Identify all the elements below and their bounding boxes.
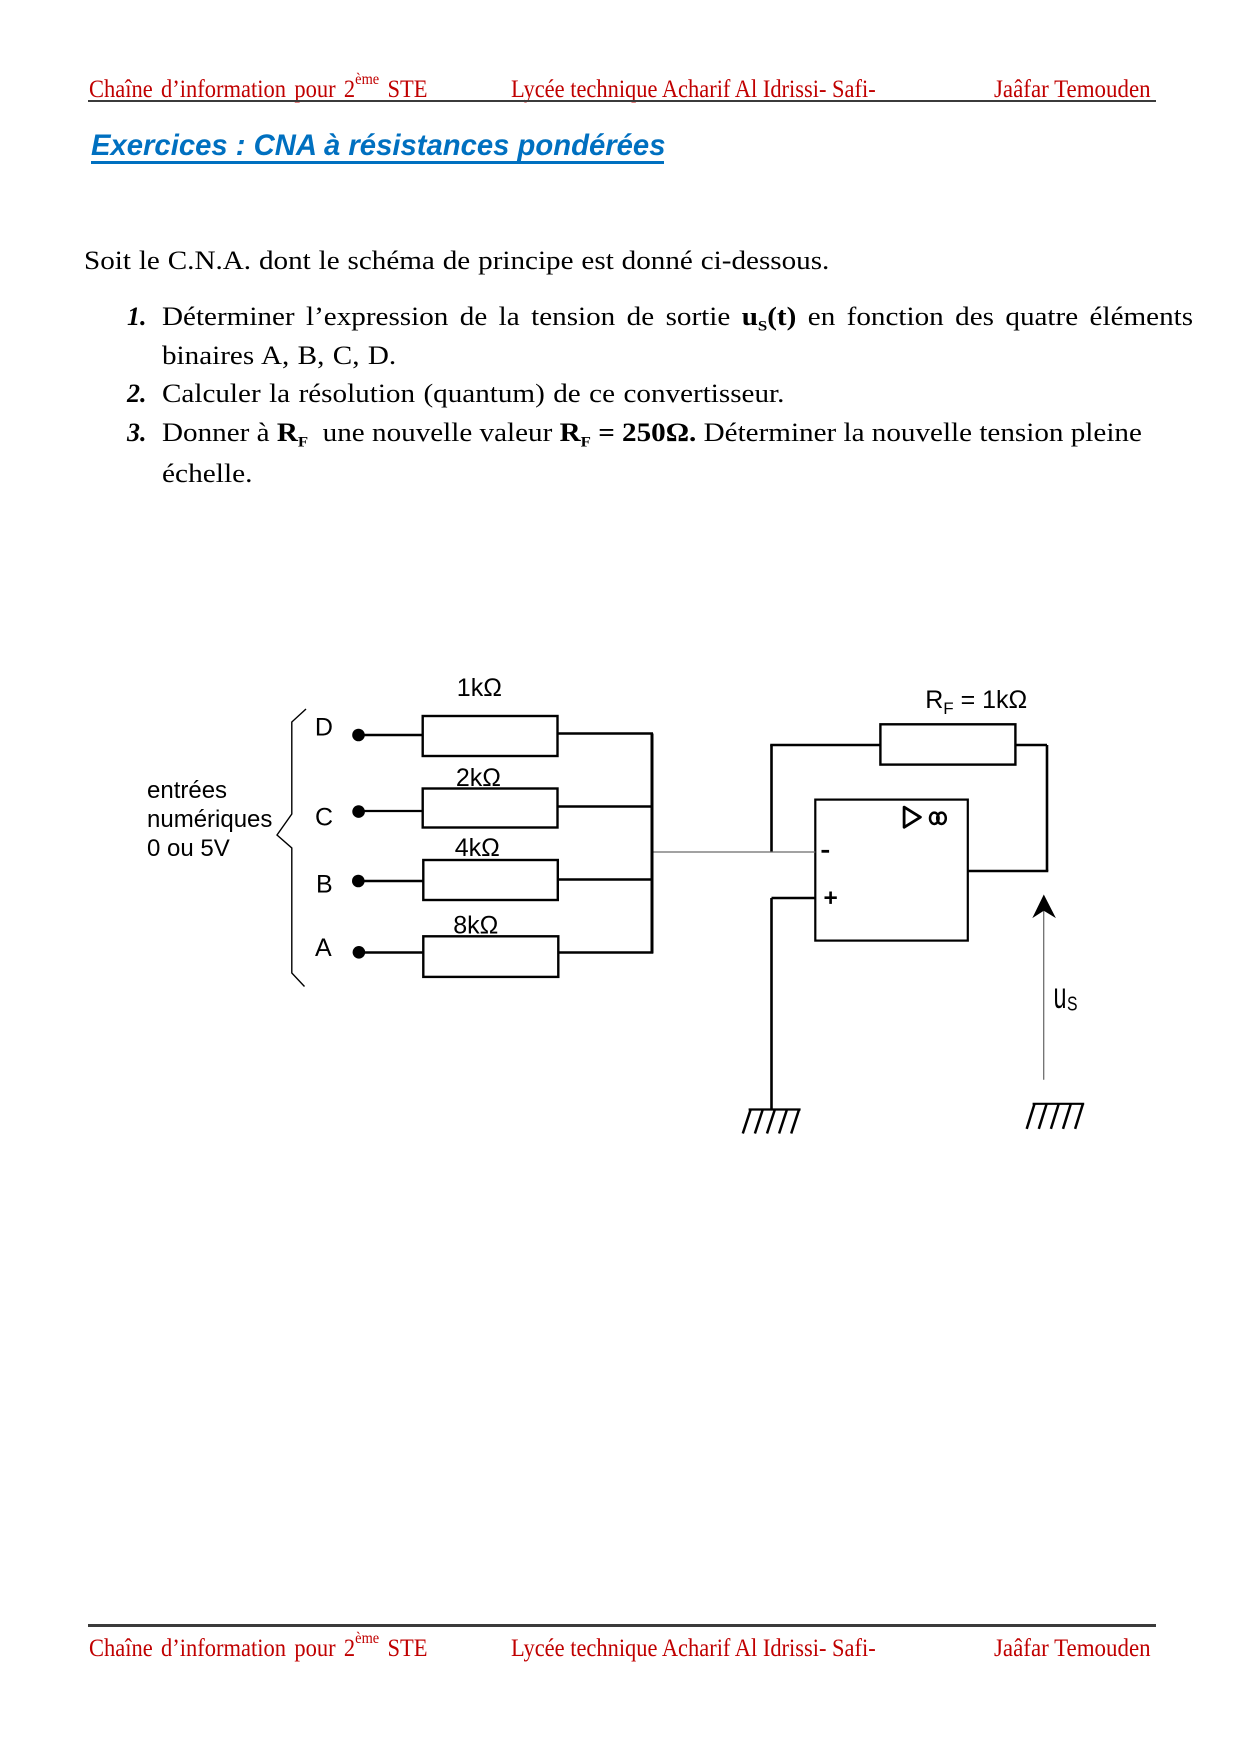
svg-text:C: C <box>315 804 333 832</box>
svg-text:numériques: numériques <box>147 806 272 833</box>
svg-text:A: A <box>315 934 332 962</box>
svg-text:D: D <box>315 714 333 742</box>
svg-text:8kΩ: 8kΩ <box>453 911 498 939</box>
svg-text:2kΩ: 2kΩ <box>456 764 501 792</box>
svg-text:u: u <box>1054 975 1067 1016</box>
svg-text:1kΩ: 1kΩ <box>457 674 502 702</box>
svg-text:4kΩ: 4kΩ <box>455 834 500 862</box>
svg-text:entrées: entrées <box>147 777 227 804</box>
svg-text:0 ou 5V: 0 ou 5V <box>147 835 230 862</box>
svg-text:B: B <box>316 870 333 898</box>
svg-text:RF = 1kΩ: RF = 1kΩ <box>925 686 1027 718</box>
svg-text:S: S <box>1067 994 1078 1016</box>
